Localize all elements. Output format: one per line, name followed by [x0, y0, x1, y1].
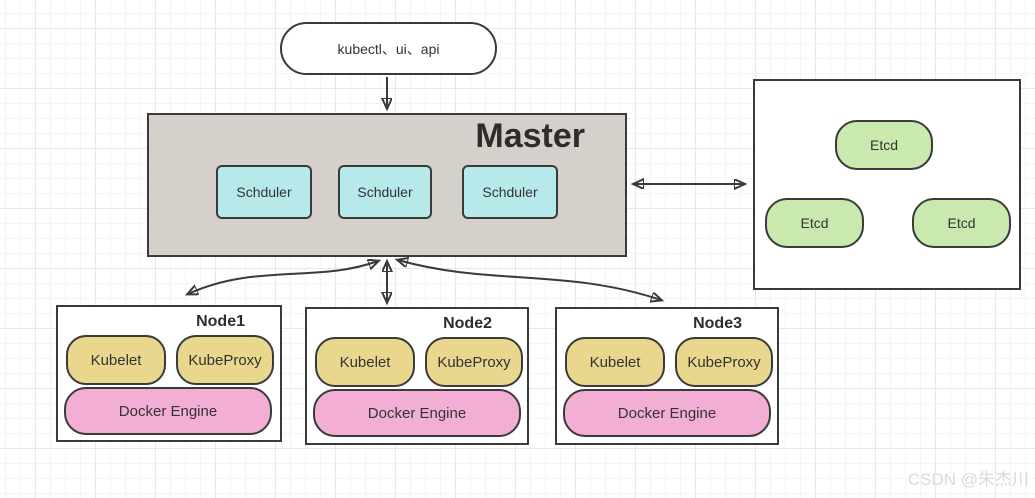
etcd-label: Etcd [869, 137, 898, 153]
etcd-node-top: Etcd [835, 120, 933, 170]
arrow-master-node3 [398, 260, 661, 300]
node-title: Node1 [196, 313, 245, 330]
kubelet-box: Kubelet [315, 337, 415, 387]
kubeproxy-box: KubeProxy [425, 337, 523, 387]
docker-engine-box: Docker Engine [64, 387, 272, 435]
kubeproxy-box: KubeProxy [675, 337, 773, 387]
node-box-3: Node3 Kubelet KubeProxy Docker Engine [555, 307, 779, 445]
scheduler-label: Schduler [236, 184, 292, 200]
scheduler-box-1: Schduler [216, 165, 312, 219]
docker-engine-box: Docker Engine [313, 389, 521, 437]
arrow-master-node1 [188, 261, 378, 294]
etcd-label: Etcd [800, 215, 829, 231]
etcd-label: Etcd [947, 215, 976, 231]
etcd-node-left: Etcd [765, 198, 864, 248]
node-title: Node2 [443, 315, 492, 332]
docker-engine-box: Docker Engine [563, 389, 771, 437]
kubelet-box: Kubelet [66, 335, 166, 385]
kubeproxy-label: KubeProxy [687, 353, 761, 371]
kubelet-box: Kubelet [565, 337, 665, 387]
client-box-label: kubectl、ui、api [337, 40, 440, 57]
etcd-node-right: Etcd [912, 198, 1011, 248]
etcd-cluster-box: Etcd Etcd Etcd [753, 79, 1021, 290]
docker-engine-label: Docker Engine [367, 404, 467, 422]
master-title: Master [475, 117, 585, 155]
docker-engine-label: Docker Engine [617, 404, 717, 422]
scheduler-box-2: Schduler [338, 165, 432, 219]
docker-engine-label: Docker Engine [118, 402, 218, 420]
master-box: Master Schduler Schduler Schduler [147, 113, 627, 257]
scheduler-label: Schduler [482, 184, 538, 200]
kubelet-label: Kubelet [589, 353, 641, 371]
kubelet-label: Kubelet [339, 353, 391, 371]
kubeproxy-label: KubeProxy [437, 353, 511, 371]
kubeproxy-box: KubeProxy [176, 335, 274, 385]
client-box: kubectl、ui、api [280, 22, 497, 75]
node-box-1: Node1 Kubelet KubeProxy Docker Engine [56, 305, 282, 442]
node-title: Node3 [693, 315, 742, 332]
kubeproxy-label: KubeProxy [188, 351, 262, 369]
scheduler-label: Schduler [357, 184, 413, 200]
kubelet-label: Kubelet [90, 351, 142, 369]
csdn-watermark: CSDN @朱杰川 [907, 470, 1029, 489]
node-box-2: Node2 Kubelet KubeProxy Docker Engine [305, 307, 529, 445]
scheduler-box-3: Schduler [462, 165, 558, 219]
